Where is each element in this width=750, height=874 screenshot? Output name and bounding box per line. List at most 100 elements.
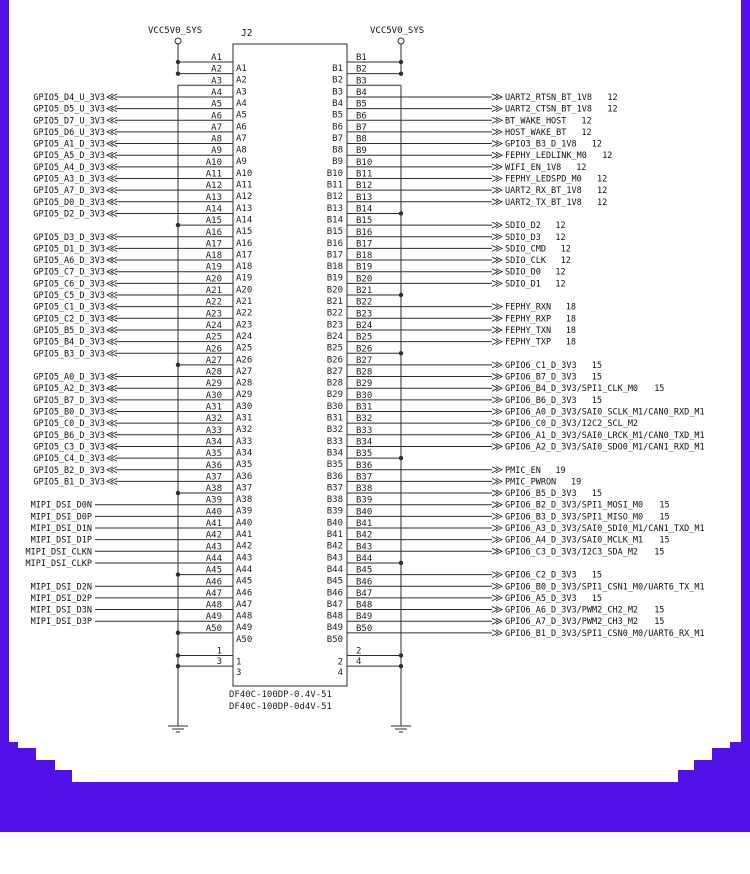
port-arrow (105, 431, 114, 439)
port-arrow (495, 151, 504, 159)
pin-label-inner-right: B48 (327, 612, 343, 622)
pin-number-right: B50 (356, 624, 372, 634)
port-arrow (109, 349, 118, 357)
sheet-ref: 15 (654, 617, 664, 627)
net-label-left: GPIO5_C5_D_3V3 (33, 291, 105, 301)
net-label-right: GPIO6_A6_D_3V3/PWM2_CH2_M2 (505, 606, 638, 616)
port-arrow (109, 279, 118, 287)
port-arrow (491, 536, 500, 544)
net-label-left: GPIO5_B7_D_3V3 (33, 396, 105, 406)
junction-dot (398, 71, 404, 76)
power-port-right (397, 37, 405, 45)
sheet-ref: 18 (566, 326, 576, 336)
port-arrow (495, 175, 504, 182)
port-arrow (109, 151, 118, 159)
pin-number-right: 2 (356, 647, 361, 657)
port-arrow (109, 186, 118, 194)
pin-label-inner-right: B30 (327, 402, 343, 412)
port-arrow (105, 175, 114, 182)
pin-label-inner-right: B18 (327, 262, 343, 272)
pin-label-inner-right: B16 (327, 239, 343, 249)
net-label-left: GPIO5_B6_D_3V3 (33, 431, 105, 441)
port-arrow (495, 384, 504, 392)
port-arrow (105, 163, 114, 171)
pin-label-inner-left: A13 (236, 204, 252, 214)
pin-number-left: A47 (206, 589, 222, 599)
net-label-left: GPIO5_D4_U_3V3 (33, 93, 105, 103)
pin-label-inner-left: A50 (236, 635, 252, 645)
pin-number-right: B47 (356, 589, 372, 599)
pin-label-inner-right: B50 (327, 635, 343, 645)
net-label-right: SDIO_D2 (505, 221, 541, 231)
pin-label-inner-left: A17 (236, 250, 252, 260)
net-label-right: FEPHY_TXN (505, 326, 551, 336)
sheet-ref: 12 (576, 163, 586, 173)
port-arrow (105, 443, 114, 450)
net-label-right: SDIO_CMD (505, 244, 546, 254)
net-label-left: GPIO5_D2_D_3V3 (33, 209, 105, 219)
net-label-right: GPIO6_A4_D_3V3/SAI0_MCLK_M1 (505, 536, 643, 546)
sheet-ref: 19 (571, 477, 581, 487)
pin-label-inner-right: B38 (327, 495, 343, 505)
pin-number-left: A5 (211, 100, 222, 110)
pin-label-inner-left: A44 (236, 565, 252, 575)
sheet-ref: 12 (581, 116, 591, 126)
pin-label-inner-left: A42 (236, 542, 252, 552)
port-arrow (491, 198, 500, 206)
port-arrow (491, 268, 500, 276)
pin-number-right: B8 (356, 135, 367, 145)
port-arrow (109, 256, 118, 264)
port-arrow (109, 384, 118, 392)
net-label-right: GPIO3_B3_D_1V8 (505, 140, 577, 150)
port-arrow (109, 163, 118, 171)
net-label-left: GPIO5_C2_D_3V3 (33, 314, 105, 324)
sheet-ref: 18 (566, 314, 576, 324)
connector-ref: J2 (241, 28, 252, 39)
junction-dot (175, 222, 181, 228)
port-arrow (495, 419, 504, 427)
sheet-ref: 12 (561, 256, 571, 266)
pin-label-inner-left: A37 (236, 483, 252, 493)
pin-number-left: A43 (206, 542, 222, 552)
pin-number-right: B31 (356, 403, 372, 413)
pin-number-left: A32 (206, 414, 222, 424)
port-arrow (491, 151, 500, 159)
pin-label-inner-right: B32 (327, 425, 343, 435)
port-arrow (495, 477, 504, 485)
pin-number-right: B44 (356, 554, 372, 564)
port-arrow (109, 128, 118, 136)
pin-label-inner-left: A32 (236, 425, 252, 435)
port-arrow (105, 93, 114, 101)
sheet-ref: 15 (592, 361, 602, 371)
pin-number-left: A40 (206, 507, 222, 517)
pin-number-left: A6 (211, 111, 222, 121)
port-arrow (495, 571, 504, 579)
port-arrow (105, 105, 114, 113)
port-arrow (495, 524, 504, 532)
junction-dot (175, 59, 181, 65)
pin-label-inner-right: B42 (327, 542, 343, 552)
net-label-right: GPIO6_A0_D_3V3/SAI0_SCLK_M1/CAN0_RXD_M1 (505, 408, 705, 418)
pin-number-right: B46 (356, 577, 372, 587)
port-arrow (491, 431, 500, 439)
port-arrow (491, 221, 500, 229)
junction-dot (398, 292, 404, 298)
port-arrow (491, 606, 500, 613)
port-arrow (491, 396, 500, 404)
port-arrow (109, 326, 118, 334)
pin-number-right: B24 (356, 321, 372, 331)
port-arrow (491, 443, 500, 450)
net-label-right: SDIO_D0 (505, 268, 541, 278)
pin-number-left: A41 (206, 519, 222, 529)
sheet-ref: 12 (607, 93, 617, 103)
pin-label-inner-left: A33 (236, 437, 252, 447)
net-label-left: GPIO5_D0_D_3V3 (33, 198, 105, 208)
pin-number-right: B12 (356, 181, 372, 191)
pin-label-inner-right: B24 (327, 332, 343, 342)
pin-number-right: B7 (356, 123, 367, 133)
pin-label-inner-left: A12 (236, 192, 252, 202)
sheet-ref: 15 (654, 547, 664, 557)
port-arrow (105, 349, 114, 357)
pin-number-right: B21 (356, 286, 372, 296)
port-arrow (491, 466, 500, 474)
